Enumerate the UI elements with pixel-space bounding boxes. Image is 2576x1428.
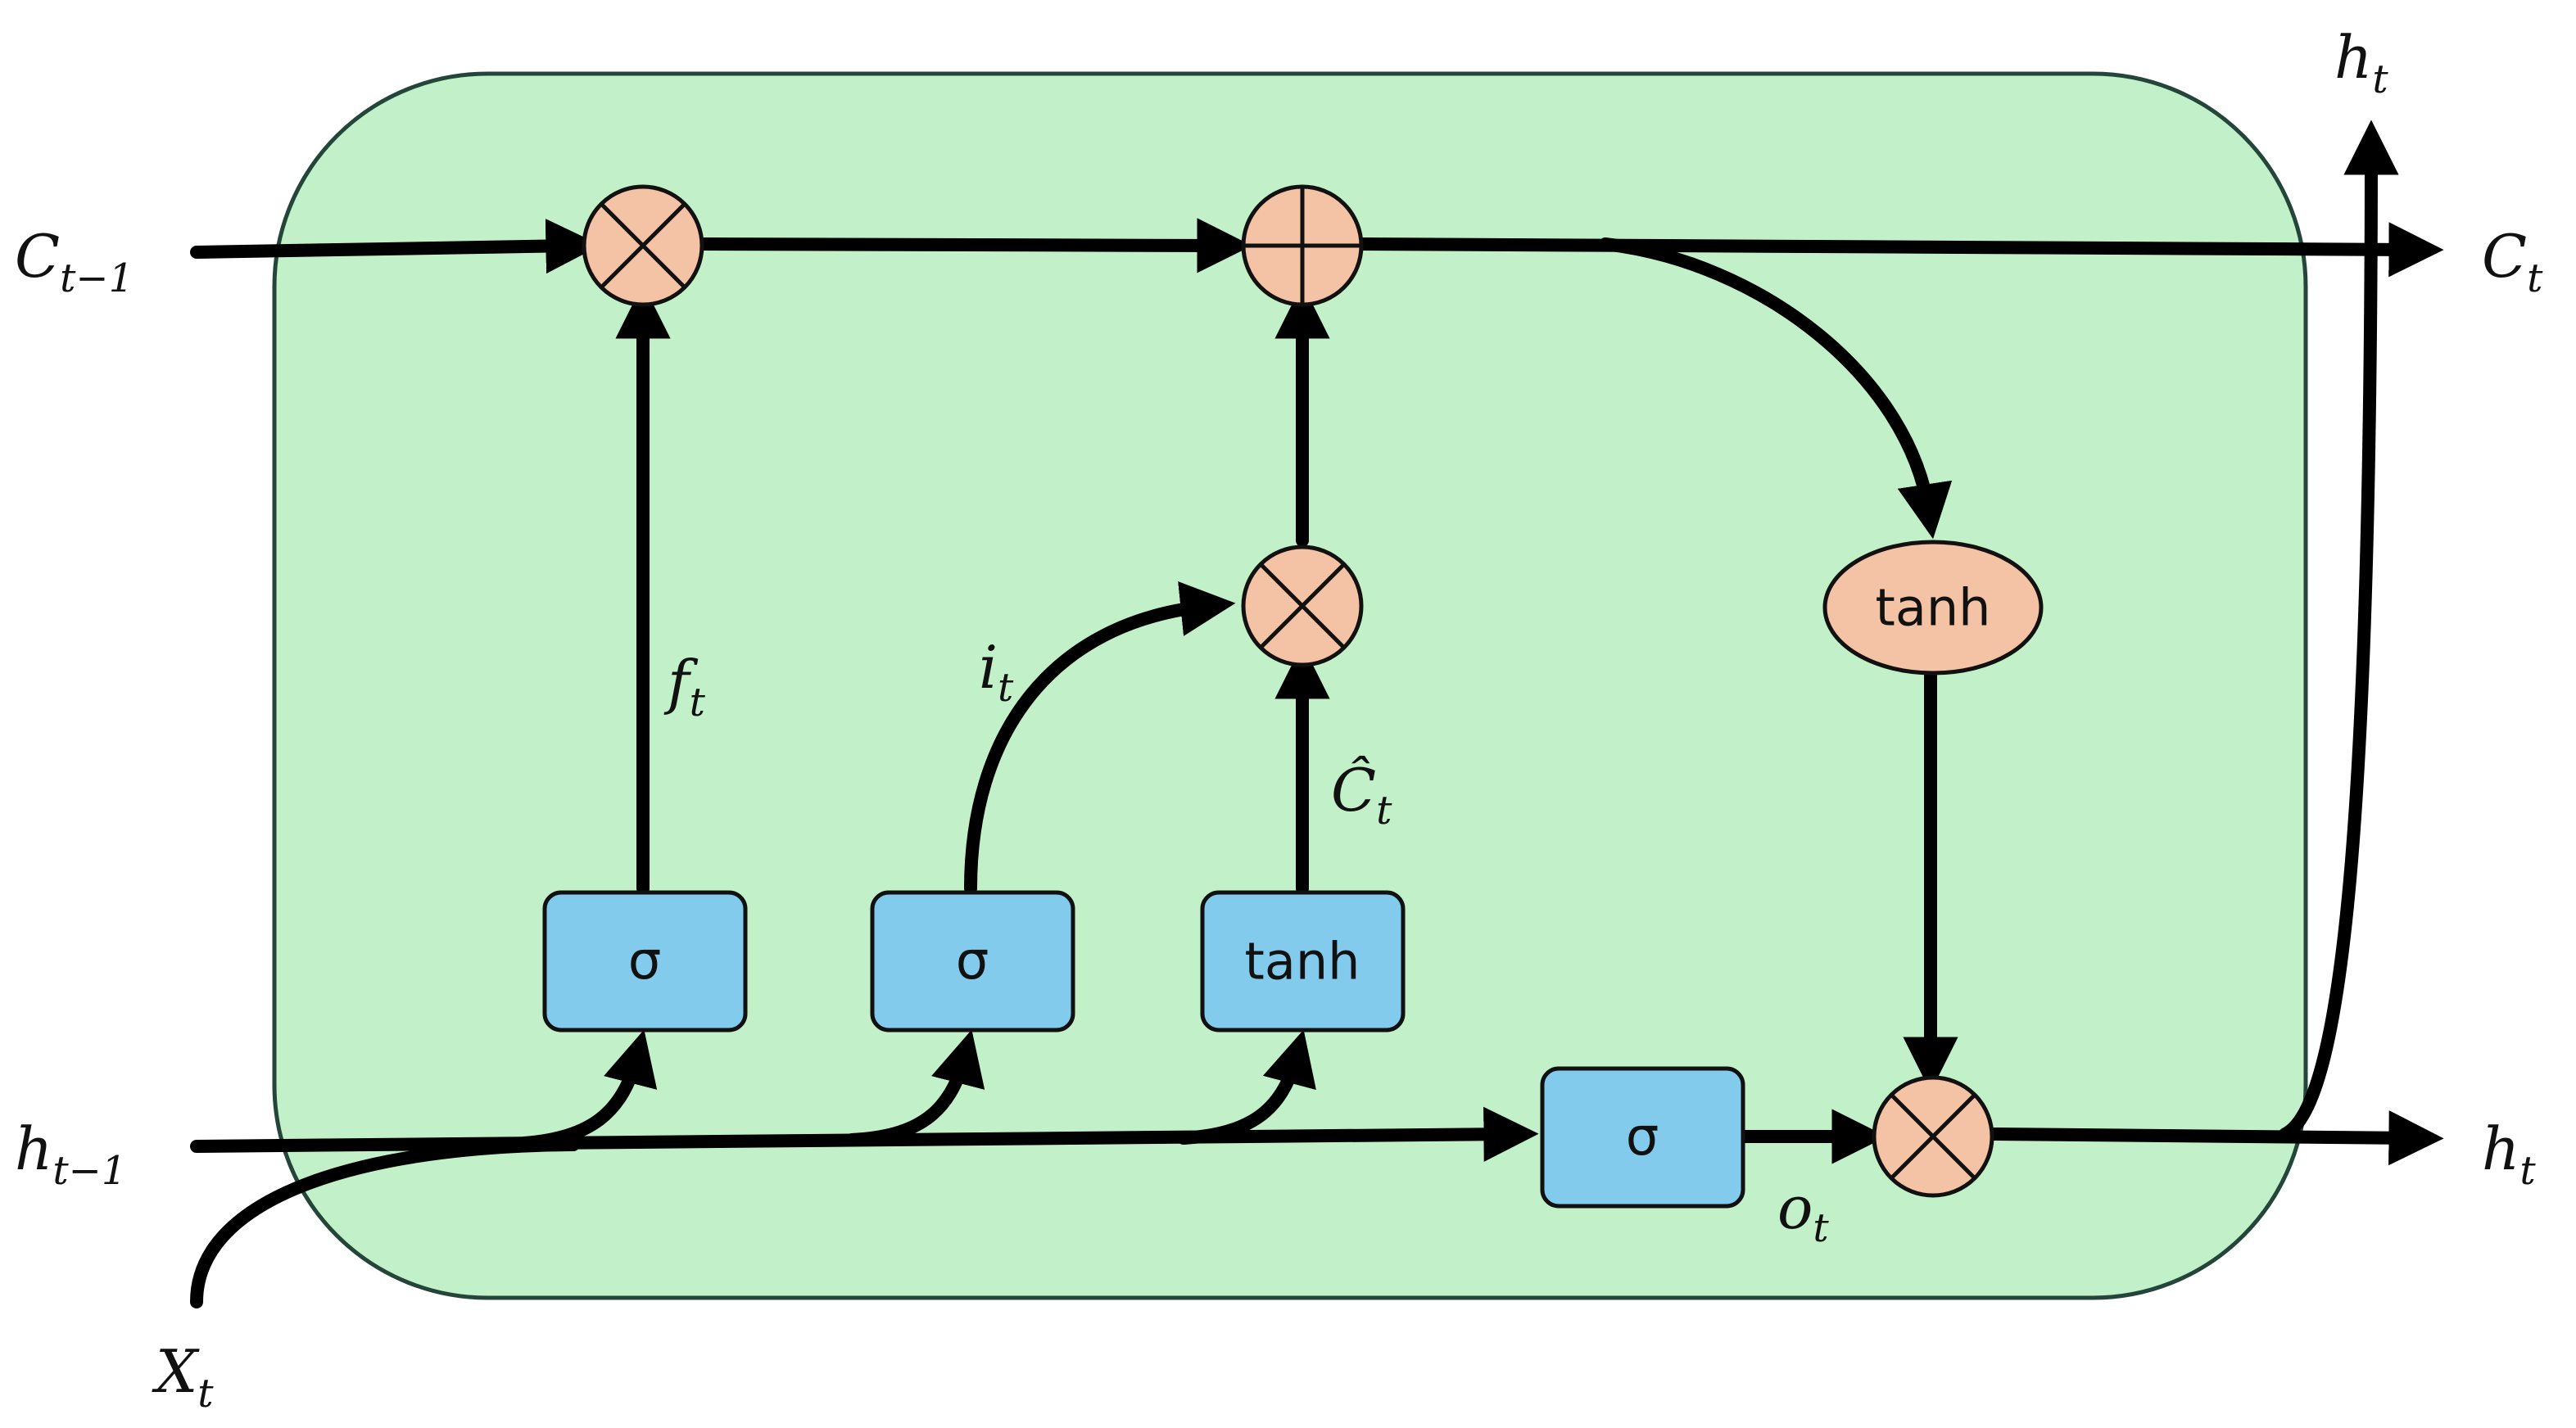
cell-state-output-line [1353, 222, 2444, 278]
input-multiply-operator [1241, 545, 1364, 667]
h-next-top-label: ht [2334, 23, 2388, 102]
x-input-label: Xt [152, 1337, 214, 1417]
input-gate-label: it [979, 633, 1014, 711]
forget-gate-box: σ [542, 890, 748, 1033]
branch-to-candidate [1177, 1029, 1316, 1145]
output-gate-activation: σ [1626, 1107, 1659, 1168]
cell-tanh-node: tanh [1822, 540, 2044, 676]
input-gate-line [964, 581, 1236, 895]
branch-to-input-gate [845, 1029, 985, 1146]
hidden-output-line [1988, 1110, 2444, 1166]
forget-gate-label: ft [663, 648, 706, 725]
cell-state-mid-line [698, 218, 1252, 273]
branch-to-forget-gate [518, 1029, 658, 1150]
cell-add-operator [1241, 184, 1364, 307]
c-next-label: Ct [2482, 222, 2543, 301]
output-gate-label: ot [1777, 1173, 1829, 1251]
cell-state-to-tanh-line [1599, 237, 1953, 540]
cell-tanh-label: tanh [1876, 578, 1991, 638]
input-gate-box: σ [870, 890, 1075, 1033]
forget-multiply-operator [582, 184, 704, 307]
cell-state-input-line [190, 218, 601, 274]
h-prev-label: ht−1 [15, 1114, 126, 1194]
input-gate-activation: σ [956, 931, 989, 992]
candidate-label: Ĉt [1331, 754, 1392, 834]
output-gate-box: σ [1540, 1066, 1745, 1209]
h-next-right-label: ht [2482, 1114, 2536, 1194]
hidden-upward-line [2279, 120, 2399, 1141]
c-prev-label: Ct−1 [15, 222, 134, 301]
x-input-line [190, 1138, 580, 1308]
output-multiply-operator [1872, 1075, 1994, 1198]
candidate-activation: tanh [1245, 932, 1360, 992]
candidate-box: tanh [1200, 890, 1406, 1033]
forget-gate-activation: σ [628, 931, 662, 992]
